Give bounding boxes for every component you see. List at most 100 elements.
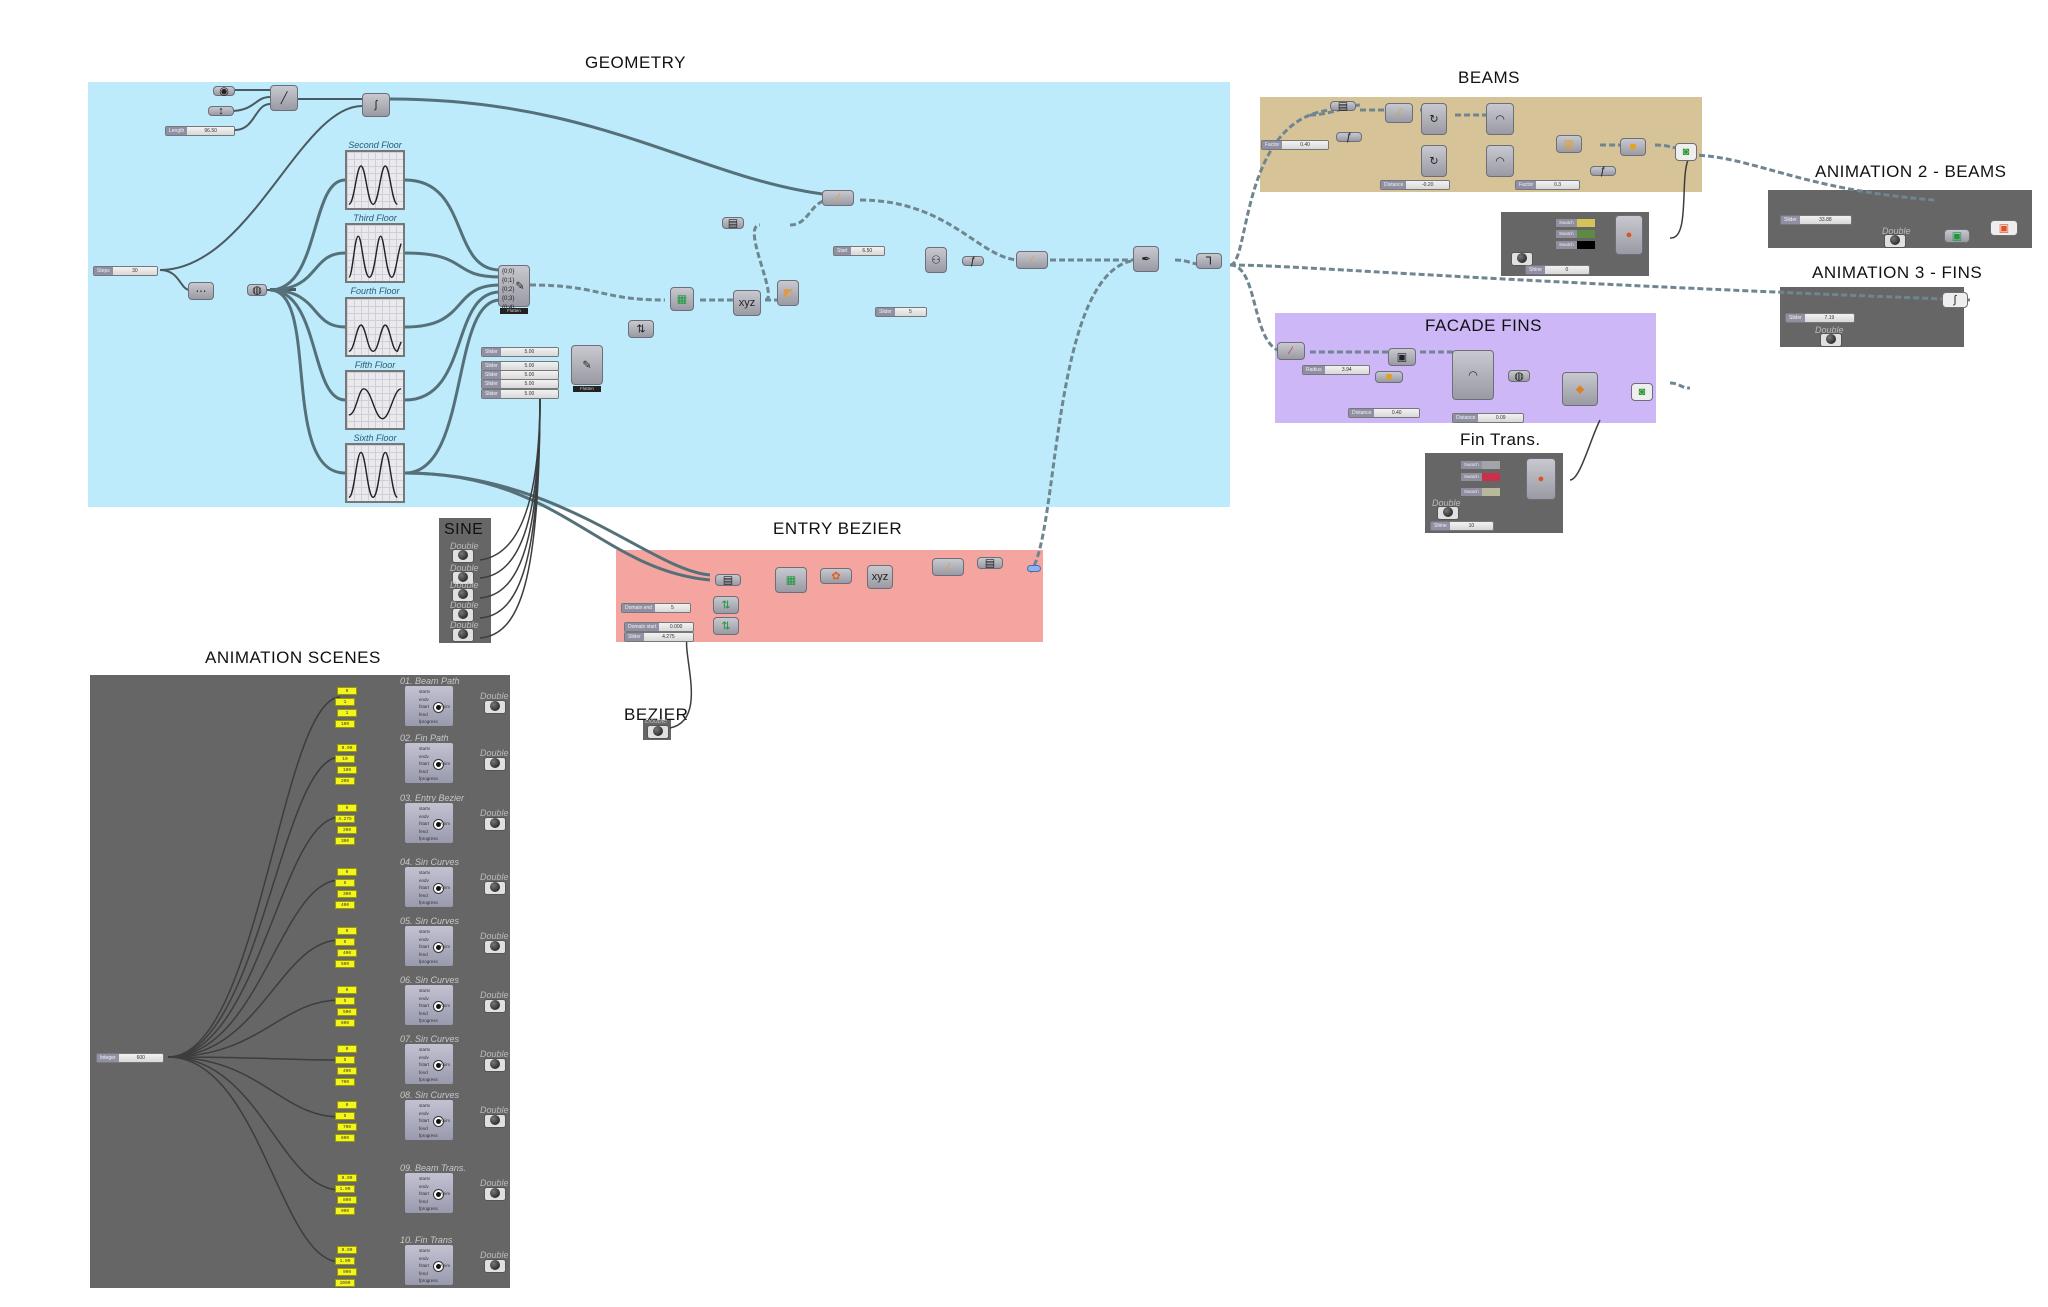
scene-value-panel[interactable]: 900 <box>337 1268 357 1276</box>
bezier-list-component[interactable]: ▤ <box>715 574 741 587</box>
scene-value-panel[interactable]: 500 <box>335 960 355 968</box>
offset-component-top[interactable]: ↻ <box>1421 103 1447 135</box>
point-component[interactable]: ◉ <box>213 86 235 98</box>
domain-component-1[interactable]: ⇅ <box>713 596 739 614</box>
scene-value-panel[interactable]: 300 <box>337 890 357 898</box>
scene-value-panel[interactable]: 1000 <box>335 1279 355 1287</box>
scene-value-panel[interactable]: 700 <box>337 1123 357 1131</box>
curve-closest-component[interactable]: ∕ <box>822 190 854 206</box>
scene-double[interactable] <box>484 817 506 831</box>
domain-component-2[interactable]: ⇅ <box>713 617 739 635</box>
beam-swatch-2[interactable]: Swatch <box>1555 229 1596 239</box>
beam-expression2-component[interactable]: ƒ <box>1590 165 1616 177</box>
fins-offset-component[interactable]: ▣ <box>1388 348 1416 366</box>
scene-value-panel[interactable]: 200 <box>335 777 355 785</box>
scene-value-panel[interactable]: 10 <box>335 755 355 763</box>
bezier-double[interactable] <box>647 725 669 739</box>
scene-value-panel[interactable]: 5 <box>335 1056 355 1064</box>
scene-value-panel[interactable]: 1 <box>337 709 357 717</box>
series-component[interactable]: ⚇ <box>925 247 947 273</box>
scene-value-panel[interactable]: 1.00 <box>335 1257 355 1265</box>
scene-value-panel[interactable]: 400 <box>337 949 357 957</box>
graph-mapper-third-floor[interactable] <box>345 223 405 283</box>
scene-value-panel[interactable]: 0.90 <box>337 744 357 752</box>
scene-double[interactable] <box>484 881 506 895</box>
beam-swatch-1[interactable]: Swatch <box>1555 218 1596 228</box>
scene-value-panel[interactable]: 4.275 <box>335 815 355 823</box>
scene-value-panel[interactable]: 700 <box>335 1078 355 1086</box>
scene-value-panel[interactable]: 0.00 <box>337 1246 357 1254</box>
scene-value-panel[interactable]: 0 <box>337 1101 357 1109</box>
shift-list-component[interactable]: ◩ <box>777 280 799 306</box>
bezier-evaluate-component[interactable]: ∕ <box>932 558 964 576</box>
join-component[interactable]: ✒ <box>1133 246 1159 272</box>
animation3-double[interactable] <box>1820 333 1842 347</box>
scene-value-panel[interactable]: 5 <box>335 938 355 946</box>
beam-material-double[interactable] <box>1511 252 1533 266</box>
unit-vector-component[interactable]: ↕ <box>208 105 234 117</box>
scene-value-panel[interactable]: 100 <box>337 766 357 774</box>
scene-value-panel[interactable]: 0 <box>337 927 357 935</box>
scene-value-panel[interactable]: 800 <box>337 1196 357 1204</box>
sine-double-2[interactable] <box>452 571 474 585</box>
sine-double-3[interactable] <box>452 588 474 602</box>
scene-value-panel[interactable]: 0 <box>337 804 357 812</box>
scene-value-panel[interactable]: 400 <box>335 901 355 909</box>
scene-value-panel[interactable]: 0 <box>337 687 357 695</box>
construct-domain-component[interactable]: ⇅ <box>628 320 654 338</box>
beam-evaluate-component[interactable]: ∕ <box>1385 103 1413 123</box>
polyline-component[interactable]: ⅂ <box>1196 253 1222 269</box>
scene-value-panel[interactable]: 0 <box>337 868 357 876</box>
scene-value-panel[interactable]: 900 <box>335 1207 355 1215</box>
fins-join-component[interactable]: ◍ <box>1508 370 1530 383</box>
slider-merge-component[interactable]: ✎ <box>571 345 603 385</box>
fin-trans-double[interactable] <box>1437 506 1459 520</box>
extrude-component[interactable]: ■ <box>1620 138 1646 156</box>
scene-value-panel[interactable]: 0.00 <box>337 1174 357 1182</box>
expression-component[interactable]: ƒ <box>962 255 984 267</box>
animation2-graph-component[interactable]: ▣ <box>1944 229 1970 243</box>
sine-double-5[interactable] <box>452 628 474 642</box>
fins-plane-component[interactable]: ■ <box>1375 371 1403 383</box>
graph-mapper-second-floor[interactable] <box>345 150 405 210</box>
scene-value-panel[interactable]: 300 <box>335 837 355 845</box>
graph-map-component[interactable]: ▦ <box>670 287 694 311</box>
bezier-deconstruct-component[interactable]: xyz <box>867 565 893 589</box>
fin-swatch-2[interactable]: Swatch <box>1460 472 1501 482</box>
scene-value-panel[interactable]: 5 <box>335 997 355 1005</box>
scene-value-panel[interactable]: 500 <box>337 1008 357 1016</box>
line-sdl-component[interactable]: ╱ <box>270 85 298 111</box>
data-relay-component[interactable]: ◍ <box>247 284 267 297</box>
scene-double[interactable] <box>484 1114 506 1128</box>
bezier-relay-component[interactable] <box>1027 565 1041 572</box>
beam-distance-slider[interactable]: Distance-0.20 <box>1380 180 1450 190</box>
scene-double[interactable] <box>484 999 506 1013</box>
offset-component-bottom[interactable]: ↻ <box>1421 145 1447 177</box>
evaluate-curve-component[interactable]: ∕ <box>1016 251 1048 269</box>
scene-double[interactable] <box>484 757 506 771</box>
scene-double[interactable] <box>484 700 506 714</box>
scene-value-panel[interactable]: 0 <box>337 1045 357 1053</box>
divide-curve-component[interactable]: ∫ <box>362 93 390 117</box>
fins-shatter-component[interactable]: ⁄ <box>1277 342 1305 360</box>
scene-value-panel[interactable]: 1 <box>335 698 355 706</box>
